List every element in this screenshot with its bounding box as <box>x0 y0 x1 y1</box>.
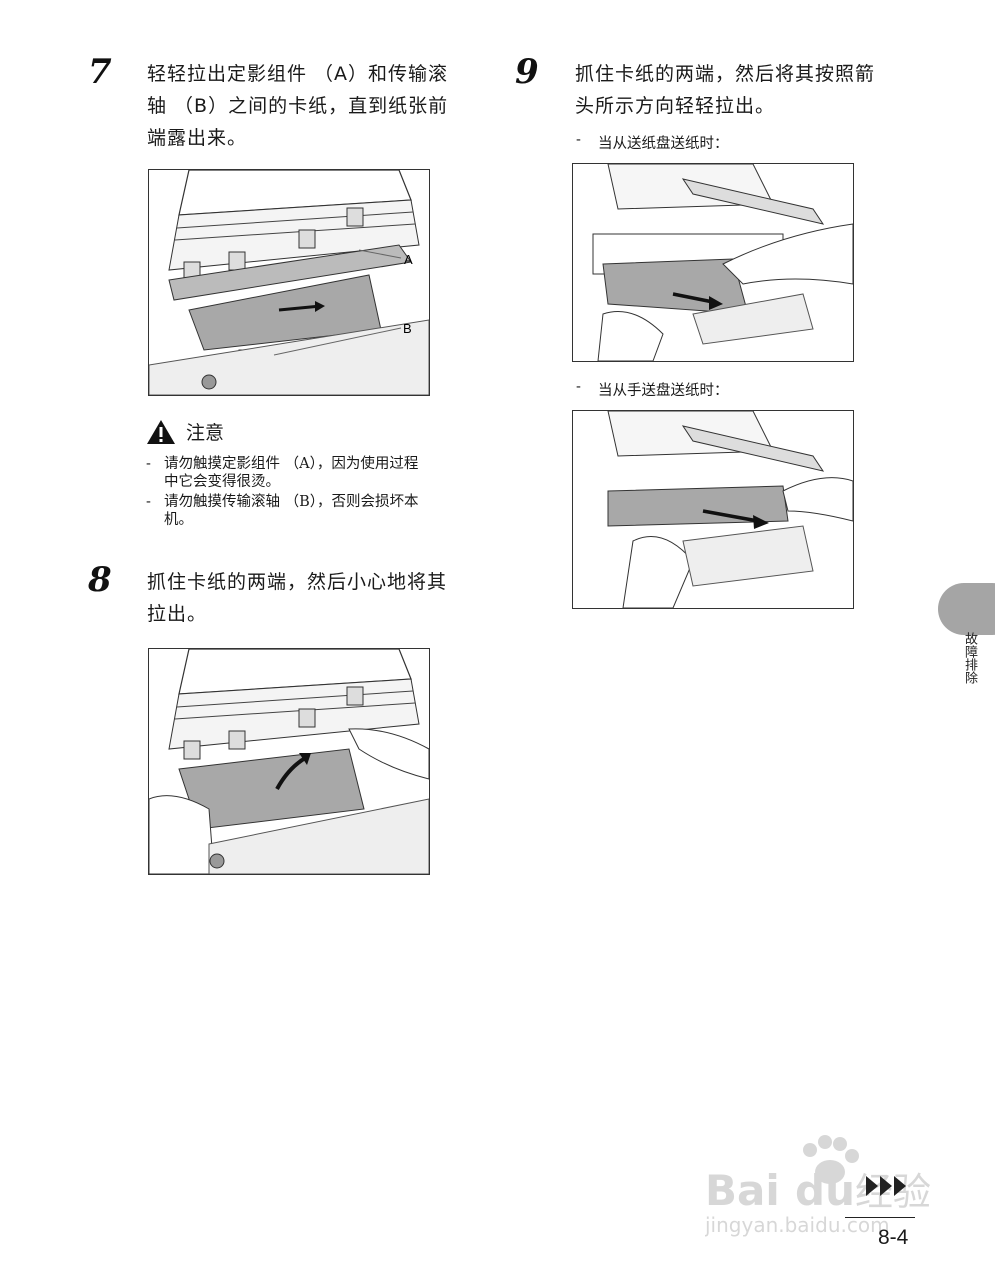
caution-list: - 请勿触摸定影组件 （A），因为使用过程 中它会变得很烫。 - 请勿触摸传输滚… <box>146 455 481 531</box>
watermark-logo: Bai du 经验 jingyan.baidu.com <box>705 1135 931 1237</box>
step-9-line: 头所示方向轻轻拉出。 <box>575 95 776 117</box>
step-7-line: 端露出来。 <box>147 127 248 149</box>
caution-line: 请勿触摸定影组件 （A），因为使用过程 <box>164 456 419 472</box>
note-text: 当从手送盘送纸时： <box>598 383 729 399</box>
caution-heading: 注意 <box>146 418 224 445</box>
caution-line: 机。 <box>164 512 193 528</box>
caution-line: 请勿触摸传输滚轴 （B），否则会损坏本 <box>164 494 419 510</box>
step-9-number: 9 <box>515 52 539 92</box>
note-text: 当从送纸盘送纸时： <box>598 136 729 152</box>
label-a: A <box>404 252 413 267</box>
caution-item: - 请勿触摸传输滚轴 （B），否则会损坏本 机。 <box>146 493 481 529</box>
caution-item: - 请勿触摸定影组件 （A），因为使用过程 中它会变得很烫。 <box>146 455 481 491</box>
step-8-text: 抓住卡纸的两端，然后小心地将其 拉出。 <box>147 566 487 630</box>
figure-pull-paper-out <box>148 648 430 875</box>
figure-tray-jam <box>572 163 854 362</box>
label-b: B <box>403 321 412 336</box>
page-number-rule <box>845 1217 915 1218</box>
caution-dash: - <box>146 456 151 472</box>
note-dash: - <box>576 379 581 395</box>
figure-manual-feed-jam <box>572 410 854 609</box>
step-7-text: 轻轻拉出定影组件 （A）和传输滚 轴 （B）之间的卡纸，直到纸张前 端露出来。 <box>147 58 487 154</box>
step-7-number: 7 <box>88 52 112 92</box>
step-9-text: 抓住卡纸的两端，然后将其按照箭 头所示方向轻轻拉出。 <box>575 58 915 122</box>
note-dash: - <box>576 132 581 148</box>
step-9-line: 抓住卡纸的两端，然后将其按照箭 <box>575 63 876 85</box>
note-manual-feed: - 当从手送盘送纸时： <box>576 379 729 400</box>
watermark-brand2: du <box>795 1166 855 1215</box>
warning-triangle-icon <box>147 419 175 444</box>
figure-fuser-jam: A B <box>148 169 430 396</box>
step-8-line: 拉出。 <box>147 603 208 625</box>
step-8-line: 抓住卡纸的两端，然后小心地将其 <box>147 571 448 593</box>
caution-dash: - <box>146 494 151 510</box>
step-7-line: 轻轻拉出定影组件 （A）和传输滚 <box>147 63 449 85</box>
note-paper-tray: - 当从送纸盘送纸时： <box>576 132 729 153</box>
next-page-arrows-icon <box>866 1176 906 1196</box>
caution-line: 中它会变得很烫。 <box>164 474 280 490</box>
chapter-tab <box>938 583 995 635</box>
step-7-line: 轴 （B）之间的卡纸，直到纸张前 <box>147 95 449 117</box>
step-8-number: 8 <box>88 560 112 600</box>
page-number: 8-4 <box>878 1226 909 1249</box>
chapter-tab-label: 故障排除 <box>962 632 977 684</box>
caution-title: 注意 <box>186 422 225 444</box>
watermark-brand: Bai <box>705 1166 780 1215</box>
